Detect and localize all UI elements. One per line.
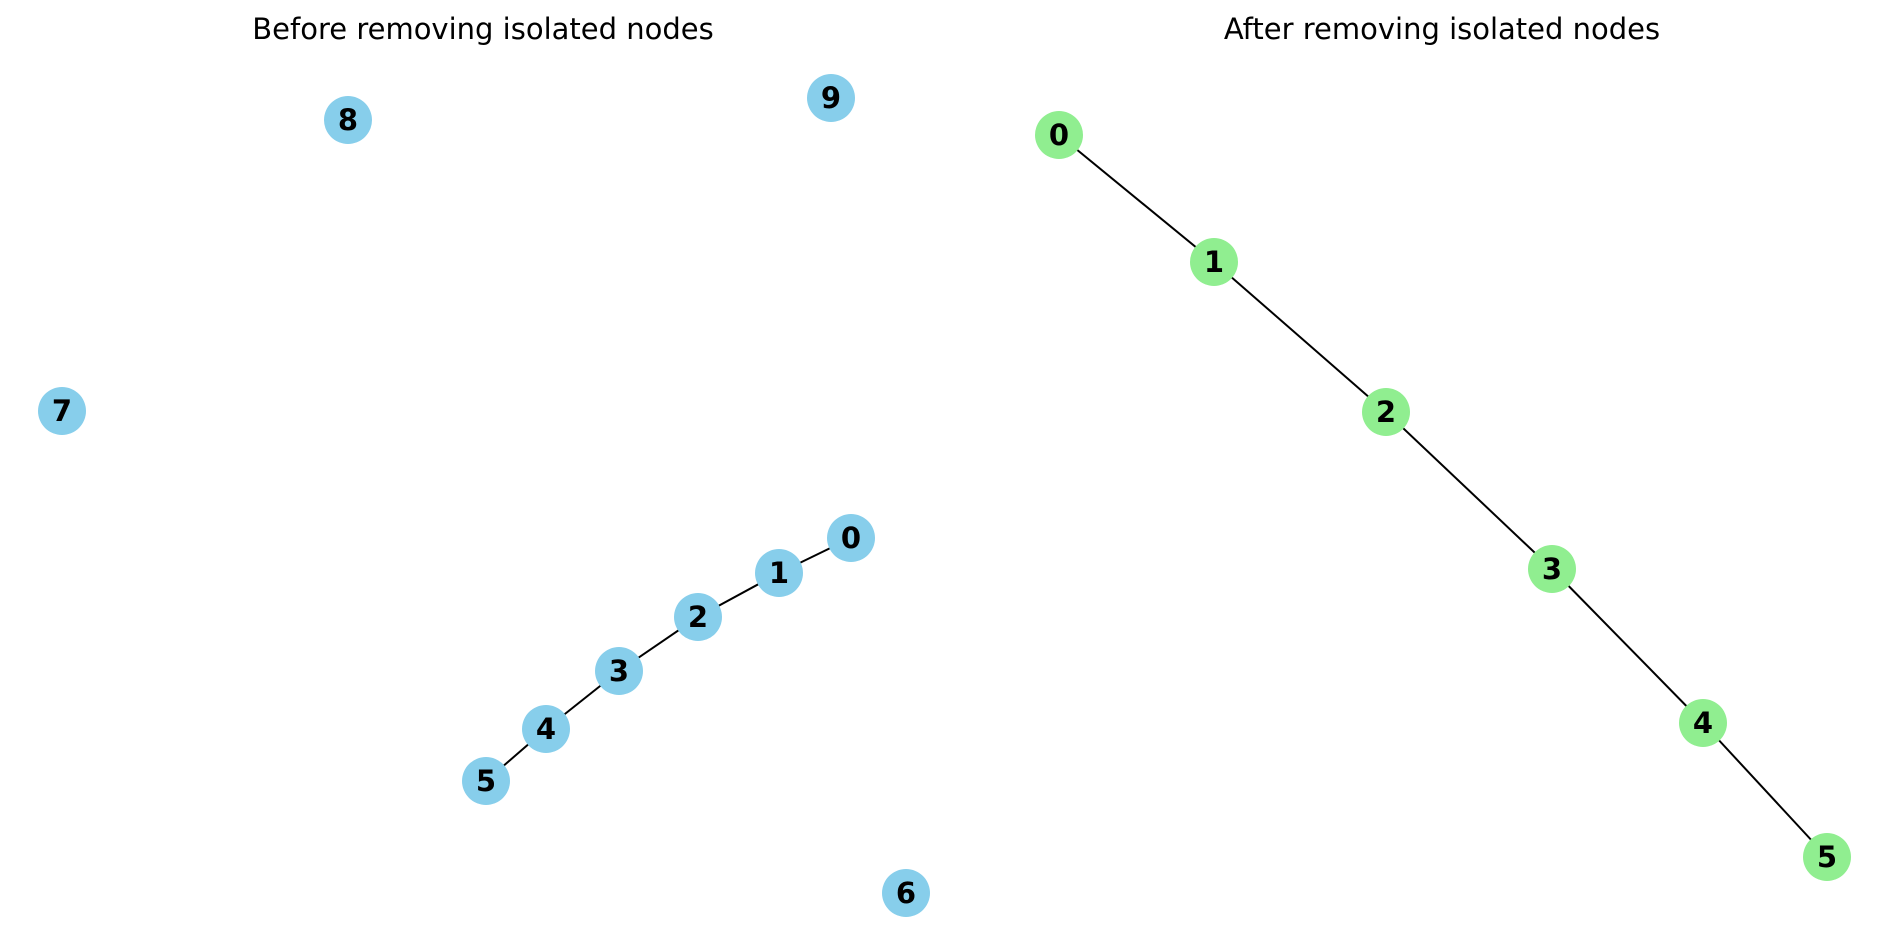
node-after-5 bbox=[1803, 833, 1851, 881]
node-label-before-1: 1 bbox=[769, 556, 789, 590]
node-before-7 bbox=[38, 387, 86, 435]
node-label-before-0: 0 bbox=[841, 521, 861, 555]
edge-after-0-1 bbox=[1058, 134, 1215, 263]
node-after-1 bbox=[1190, 238, 1238, 286]
node-label-before-3: 3 bbox=[609, 654, 629, 688]
node-label-before-8: 8 bbox=[338, 103, 358, 137]
graph-before: 0 1 2 3 4 5 6 7 8 9 bbox=[38, 74, 930, 917]
node-label-after-2: 2 bbox=[1376, 395, 1396, 429]
node-after-4 bbox=[1679, 699, 1727, 747]
node-label-before-4: 4 bbox=[536, 712, 556, 746]
edge-after-3-4 bbox=[1551, 568, 1704, 724]
node-label-after-5: 5 bbox=[1817, 840, 1837, 874]
node-after-3 bbox=[1528, 545, 1576, 593]
node-label-before-2: 2 bbox=[688, 600, 708, 634]
edge-after-2-3 bbox=[1385, 411, 1553, 570]
edge-after-1-2 bbox=[1213, 261, 1387, 413]
node-before-0 bbox=[827, 514, 875, 562]
node-label-after-1: 1 bbox=[1204, 245, 1224, 279]
graph-after: 0 1 2 3 4 5 bbox=[1035, 111, 1851, 881]
node-label-before-6: 6 bbox=[896, 876, 916, 910]
node-label-before-7: 7 bbox=[52, 394, 72, 428]
node-label-after-3: 3 bbox=[1542, 552, 1562, 586]
node-before-9 bbox=[807, 74, 855, 122]
node-before-4 bbox=[522, 705, 570, 753]
node-label-after-0: 0 bbox=[1049, 118, 1069, 152]
node-before-6 bbox=[882, 869, 930, 917]
node-before-1 bbox=[755, 549, 803, 597]
node-before-3 bbox=[595, 647, 643, 695]
edge-after-4-5 bbox=[1702, 722, 1828, 858]
node-before-2 bbox=[674, 593, 722, 641]
node-before-5 bbox=[462, 757, 510, 805]
node-after-0 bbox=[1035, 111, 1083, 159]
node-label-before-9: 9 bbox=[821, 81, 841, 115]
node-label-before-5: 5 bbox=[476, 764, 496, 798]
panel-title-before: Before removing isolated nodes bbox=[252, 12, 714, 46]
node-label-after-4: 4 bbox=[1693, 706, 1713, 740]
node-before-8 bbox=[324, 96, 372, 144]
node-after-2 bbox=[1362, 388, 1410, 436]
panel-title-after: After removing isolated nodes bbox=[1223, 12, 1661, 46]
